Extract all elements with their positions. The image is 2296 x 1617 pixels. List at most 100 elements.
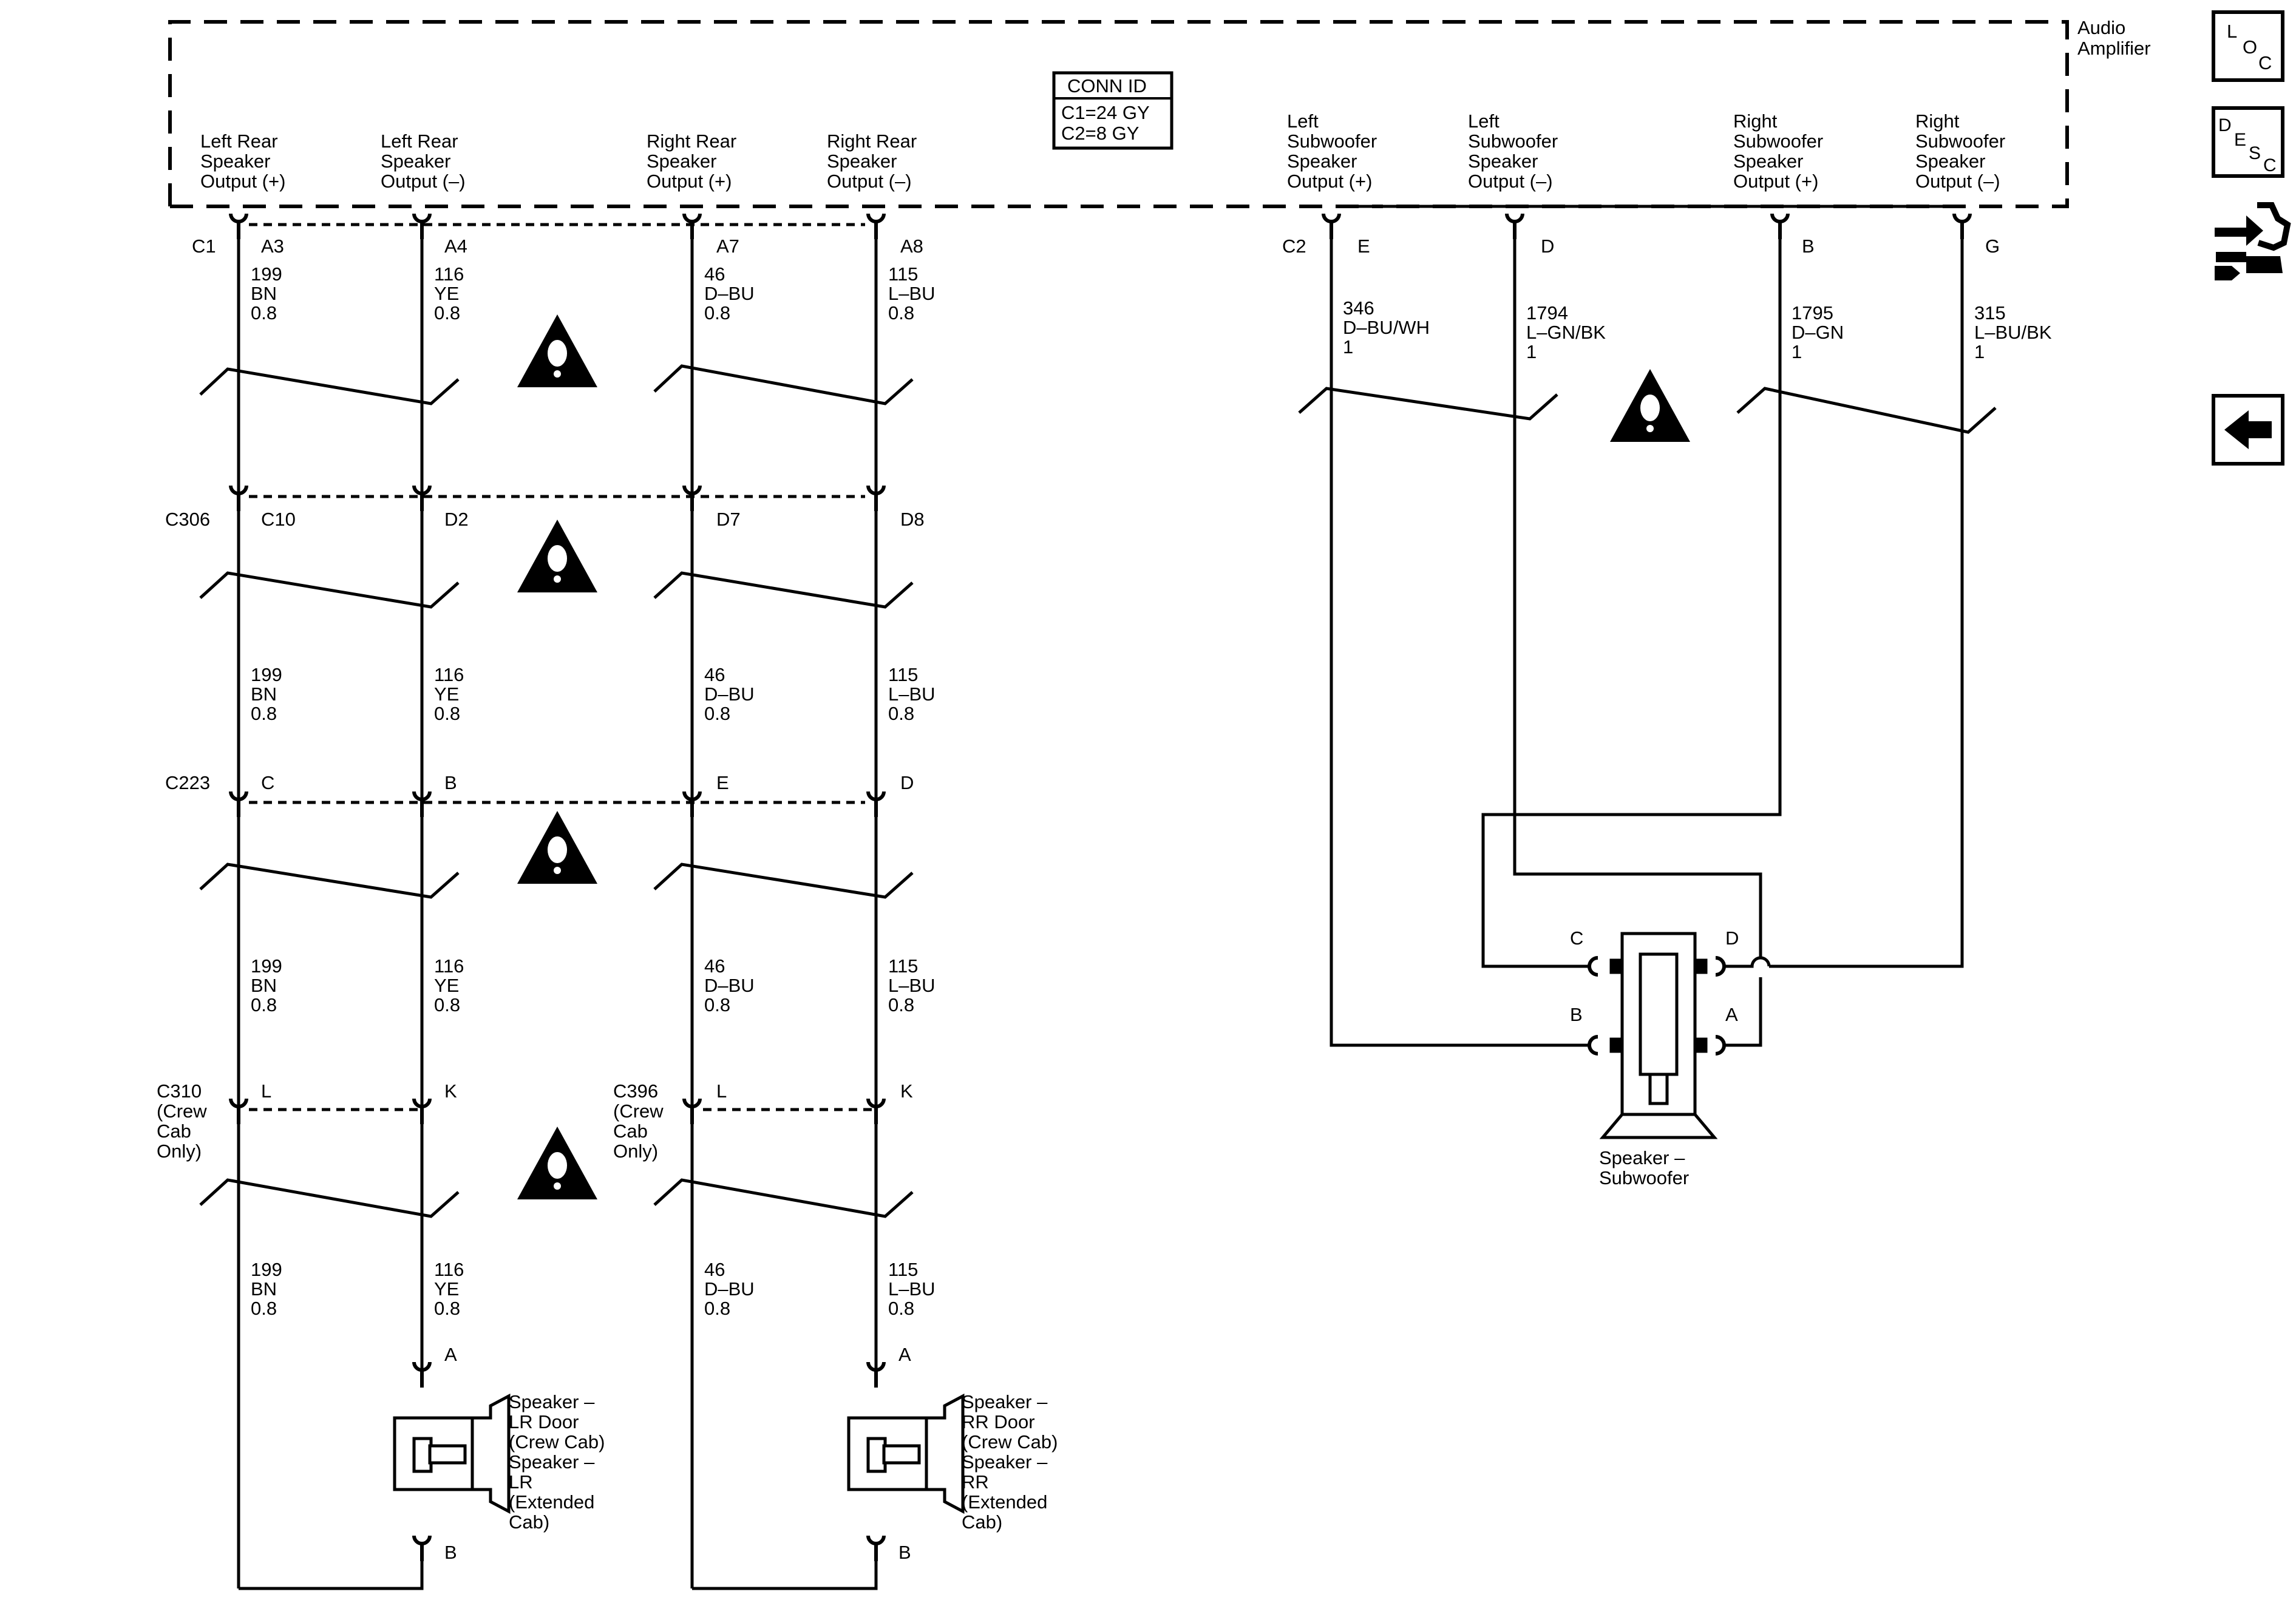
pin-terminal [1322, 213, 1341, 239]
output-label: Right [1915, 110, 1960, 132]
conn-id-box: CONN ID C1=24 GY C2=8 GY [1052, 71, 1173, 150]
wire-346 [1330, 229, 1589, 1047]
pin-label: A3 [261, 236, 284, 257]
pin-label: D [1541, 236, 1554, 257]
wire-circuit: 199 [251, 955, 282, 977]
output-label: Speaker [1915, 151, 1985, 172]
output-label: Speaker [1468, 151, 1538, 172]
pin-terminal [229, 791, 248, 817]
pin-terminal [866, 1361, 886, 1388]
wire-color: L–BU [888, 1278, 936, 1300]
pin-terminal [412, 1098, 432, 1124]
wire-gauge: 0.8 [704, 1298, 730, 1319]
wire-circuit: 115 [888, 955, 918, 977]
connector-c310-label: Cab [157, 1120, 191, 1142]
speaker-label: Speaker – [1599, 1147, 1685, 1168]
output-label: Speaker [827, 151, 897, 172]
pin-terminal [682, 213, 702, 239]
loc-letter: O [2243, 36, 2257, 58]
wire-circuit: 115 [888, 664, 918, 685]
wire-color: YE [434, 283, 459, 304]
warning-icon [517, 314, 597, 387]
pin-terminal [682, 485, 702, 511]
sub-wire-break-symbols [1298, 387, 1997, 434]
warning-symbols [517, 314, 1690, 1199]
speaker-label: LR [509, 1471, 533, 1493]
wire-gauge: 0.8 [888, 302, 914, 324]
loc-letter: C [2258, 52, 2272, 73]
pin-label: A [898, 1344, 911, 1365]
wire-color: YE [434, 975, 459, 996]
wire-315 [1769, 229, 1964, 968]
pin-label: C [1570, 927, 1583, 949]
wire-1795 [1481, 229, 1782, 968]
output-label: Output (–) [381, 171, 466, 192]
pin-label: D [1725, 927, 1739, 949]
output-label: Output (–) [827, 171, 912, 192]
desc-letter: C [2263, 155, 2277, 175]
output-label: Subwoofer [1287, 131, 1377, 152]
output-label: Output (+) [200, 171, 285, 192]
wire-gauge: 0.8 [704, 302, 730, 324]
pin-terminal [866, 1098, 886, 1124]
rear-connector-dash-lines [249, 223, 873, 1111]
wire-gauge: 0.8 [888, 994, 914, 1015]
wire-circuit: 116 [434, 1259, 464, 1280]
pin-terminal [412, 213, 432, 239]
pin-label: B [1570, 1004, 1583, 1025]
pin-terminal [682, 1098, 702, 1124]
pin-label: K [900, 1080, 913, 1102]
wire-color: L–GN/BK [1526, 322, 1606, 343]
rear-wire-labels: 199 BN 0.8 116 YE 0.8 46 D–BU 0.8 115 L–… [251, 263, 936, 1319]
pin-label: K [444, 1080, 457, 1102]
wire-color: L–BU [888, 975, 936, 996]
output-label: Subwoofer [1468, 131, 1558, 152]
wire-circuit: 116 [434, 664, 464, 685]
rear-wires [237, 225, 878, 1590]
speaker-label: Speaker – [509, 1391, 595, 1412]
wire-color: BN [251, 283, 277, 304]
pin-label: E [1357, 236, 1370, 257]
loc-button[interactable]: L O C [2212, 10, 2284, 82]
pin-terminal [412, 1535, 432, 1561]
output-label: Output (–) [1915, 171, 2000, 192]
wire-circuit: 199 [251, 664, 282, 685]
speaker-label: (Crew Cab) [509, 1431, 605, 1453]
speaker-label: LR Door [509, 1411, 579, 1432]
output-label: Output (–) [1468, 171, 1553, 192]
wire-circuit: 346 [1343, 297, 1374, 319]
warning-icon [517, 520, 597, 592]
wire-circuit: 315 [1974, 302, 2006, 324]
pin-terminal [866, 1535, 886, 1561]
wire-color: YE [434, 1278, 459, 1300]
wire-color: D–BU [704, 975, 755, 996]
desc-button[interactable]: D E S C [2212, 106, 2284, 178]
speaker-label: RR Door [962, 1411, 1035, 1432]
pin-label: G [1985, 236, 2000, 257]
wire-gauge: 0.8 [434, 1298, 460, 1319]
pin-terminal [866, 213, 886, 239]
wire-circuit: 46 [704, 955, 725, 977]
connector-c396-label: C396 [613, 1080, 658, 1102]
pin-label: D8 [900, 509, 925, 530]
wire-color: L–BU [888, 683, 936, 705]
back-arrow-icon[interactable] [2212, 394, 2284, 466]
pin-label: A7 [716, 236, 739, 257]
subwoofer-pin-terminals [1322, 213, 1972, 1056]
connector-end-view-icon[interactable] [2215, 200, 2291, 280]
speaker-label: Cab) [509, 1511, 549, 1533]
wire-circuit: 115 [888, 1259, 918, 1280]
wire-1794 [1513, 229, 1762, 957]
output-label: Speaker [381, 151, 450, 172]
output-label: Subwoofer [1915, 131, 2005, 152]
lr-return-wire [239, 1547, 424, 1590]
speaker-label: (Extended [962, 1491, 1047, 1513]
speaker-label: RR [962, 1471, 989, 1493]
output-label: Left [1287, 110, 1319, 132]
wire-gauge: 1 [1526, 341, 1537, 362]
pin-terminal [1588, 1035, 1598, 1056]
wire-gauge: 1 [1343, 336, 1353, 358]
output-label: Left Rear [381, 131, 458, 152]
output-label: Output (+) [1733, 171, 1818, 192]
